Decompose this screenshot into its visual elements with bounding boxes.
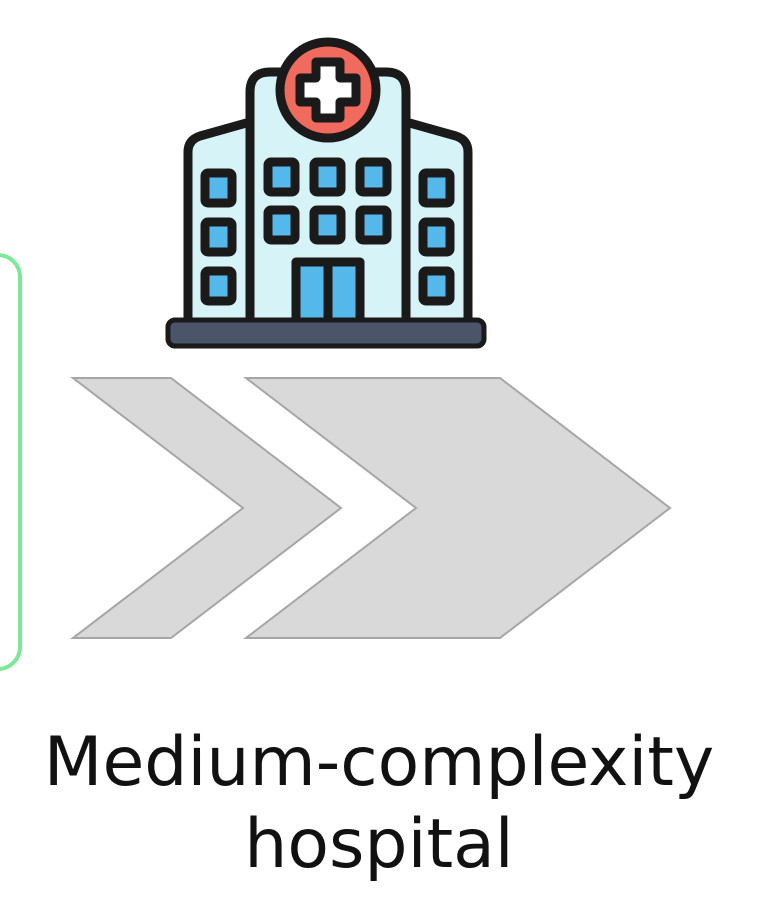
medical-cross-icon [275, 37, 381, 143]
chevron-arrows [70, 377, 672, 639]
left-panel-edge [0, 253, 22, 671]
hospital-building-icon [183, 67, 473, 327]
caption-line-1: Medium-complexity [43, 723, 715, 802]
hospital-caption: Medium-complexity hospital [0, 722, 758, 886]
caption-line-2: hospital [244, 805, 514, 884]
chevron-arrow-1 [70, 377, 343, 639]
building-base [165, 317, 487, 349]
chevron-arrow-2 [243, 377, 672, 639]
